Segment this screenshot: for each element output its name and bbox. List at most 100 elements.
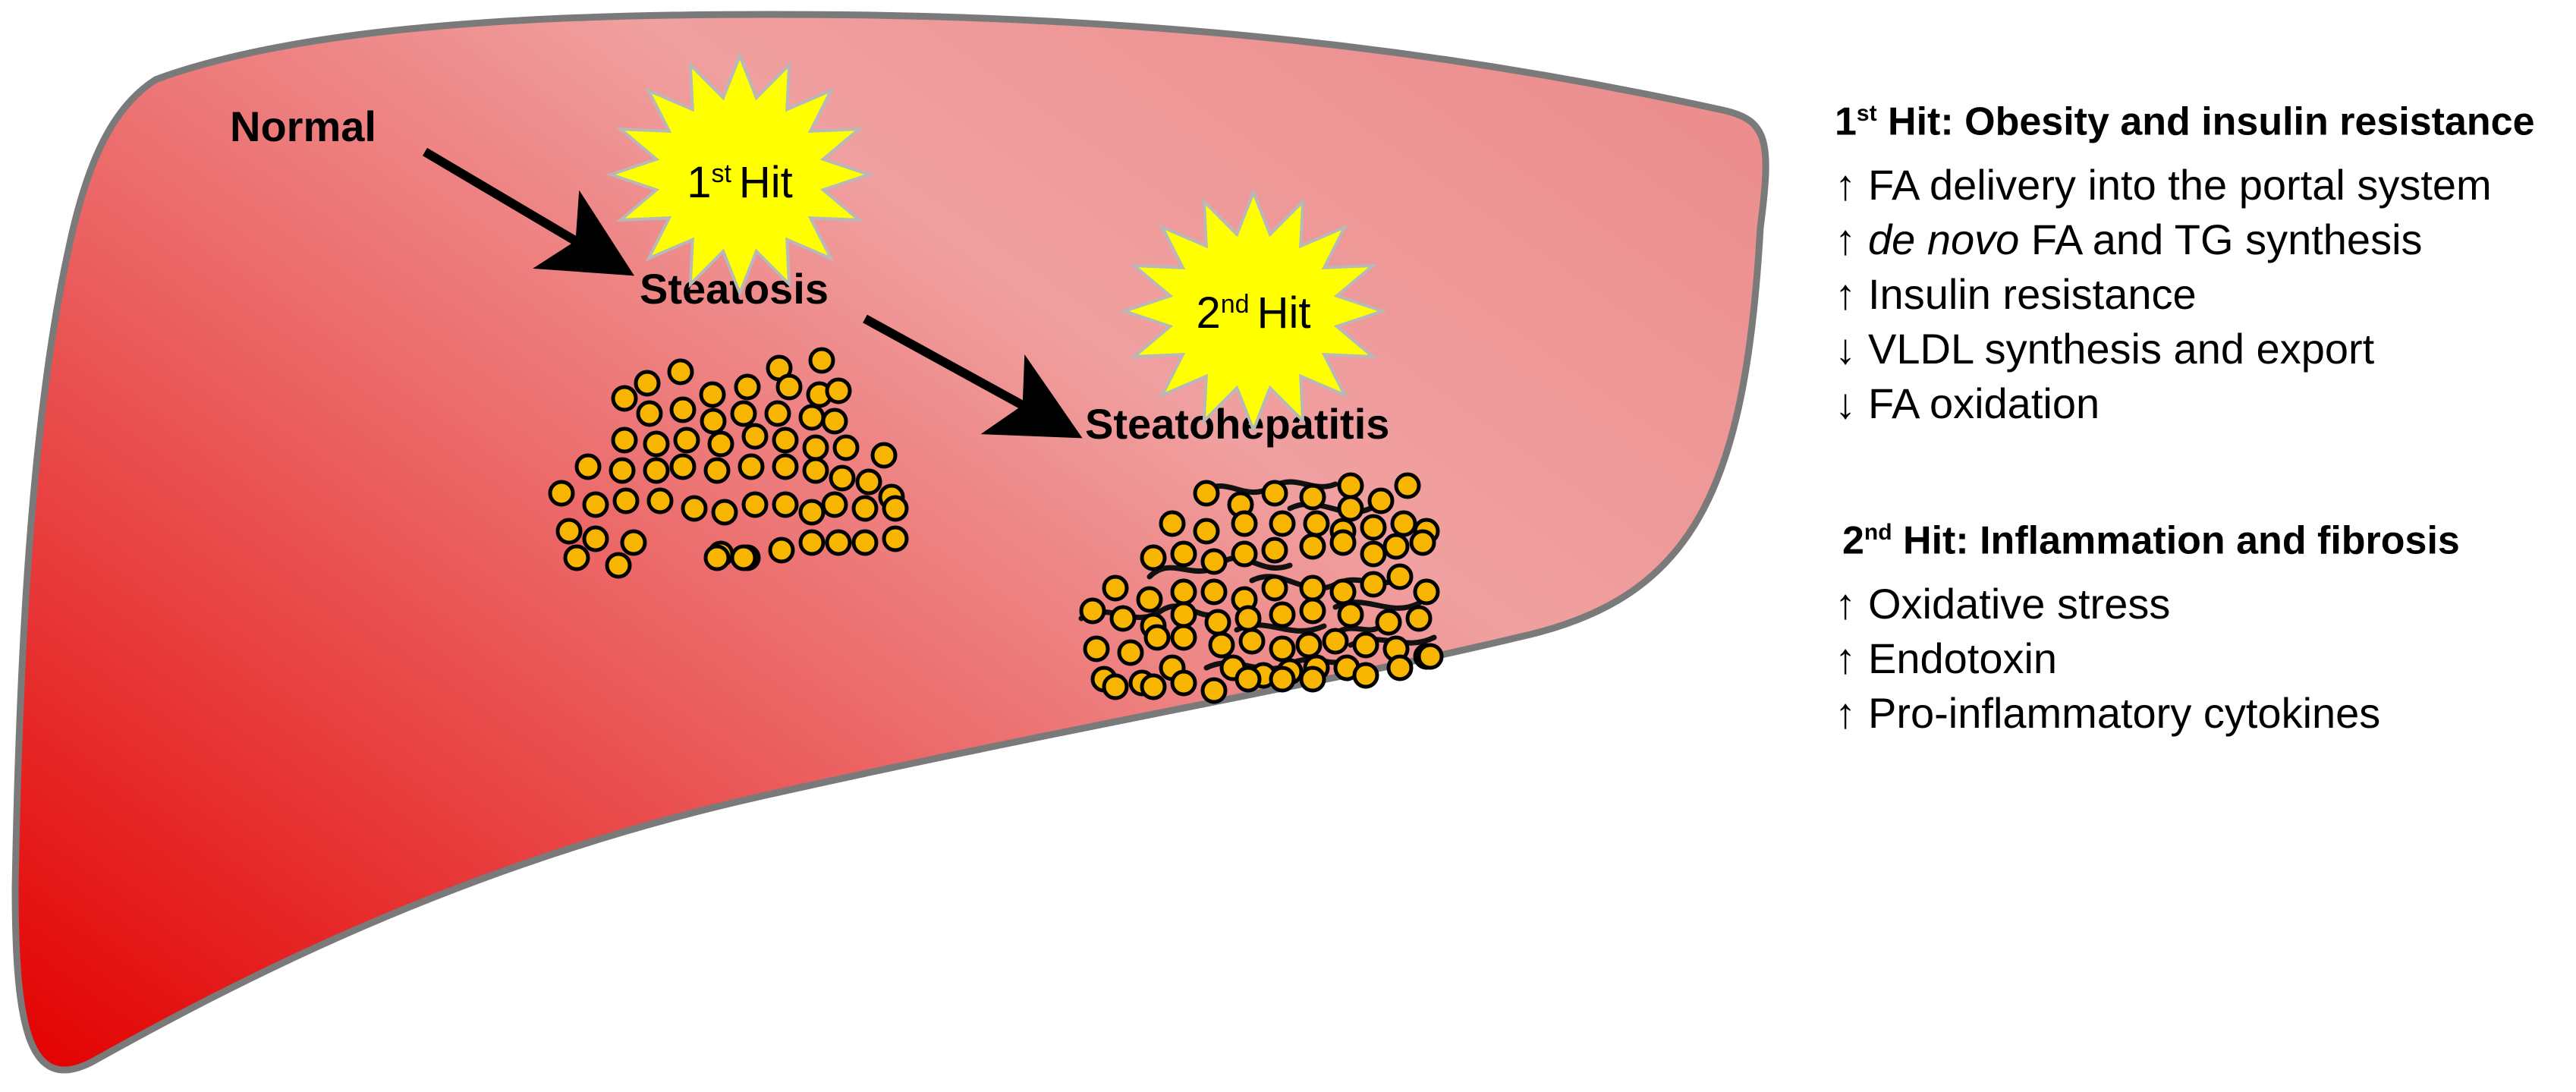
fat-droplet	[555, 518, 583, 545]
fat-droplet	[1136, 586, 1163, 613]
fat-droplet	[673, 426, 700, 454]
fat-droplet	[669, 396, 697, 423]
arrow-steatosis-to-steatohepatitis	[863, 314, 1083, 439]
fat-droplet	[1299, 597, 1326, 625]
burst-star-shape	[605, 52, 874, 297]
fat-droplet	[1170, 540, 1197, 568]
fat-droplet	[707, 430, 734, 458]
fat-droplet	[548, 480, 575, 507]
fat-droplet	[802, 457, 829, 484]
fat-droplet	[730, 400, 757, 427]
fat-droplet	[643, 457, 670, 484]
second-hit-item: ↑Endotoxin	[1835, 631, 2571, 686]
arrow-normal-to-steatosis	[422, 147, 634, 276]
fat-droplet	[764, 400, 791, 427]
fat-droplet	[1417, 643, 1444, 670]
fat-droplet	[669, 453, 697, 480]
fat-droplet	[821, 491, 848, 518]
fat-droplet	[634, 370, 661, 397]
up-arrow-icon: ↑	[1835, 270, 1856, 319]
fat-droplet	[870, 442, 898, 469]
first-hit-item: ↑de novo FA and TG synthesis	[1835, 212, 2563, 267]
fat-droplet	[1261, 537, 1288, 564]
fat-droplet	[646, 487, 674, 515]
fat-droplet	[1337, 472, 1364, 499]
fat-droplet	[1200, 548, 1228, 575]
fat-droplet	[612, 487, 640, 515]
fat-droplet	[1360, 514, 1387, 541]
fat-droplet	[1390, 510, 1417, 537]
steatohepatitis-fat-droplets	[1079, 472, 1444, 704]
fat-droplet	[1299, 574, 1326, 602]
fat-droplet	[1329, 578, 1357, 606]
first-hit-item: ↑FA delivery into the portal system	[1835, 158, 2563, 212]
fat-droplet	[1337, 601, 1364, 628]
fat-droplet	[825, 377, 852, 404]
fat-droplet	[1375, 609, 1402, 636]
fat-droplet	[1299, 533, 1326, 560]
stage-normal-label: Normal	[230, 102, 376, 150]
fat-droplet	[1102, 574, 1129, 602]
fat-droplet	[1208, 631, 1235, 659]
fat-droplet	[772, 453, 799, 480]
fat-droplet	[1083, 635, 1110, 662]
fat-droplet	[772, 426, 799, 454]
fat-droplet	[832, 434, 860, 461]
fat-droplet	[1231, 510, 1258, 537]
fat-droplet	[1193, 480, 1220, 507]
fat-droplet	[1238, 628, 1266, 655]
fat-droplet	[636, 400, 663, 427]
fat-droplet	[1269, 510, 1296, 537]
up-arrow-icon: ↑	[1835, 634, 1856, 683]
first-hit-panel: 1st Hit: Obesity and insulin resistance …	[1835, 91, 2563, 431]
fat-droplet	[1235, 666, 1262, 693]
fat-droplet	[1269, 666, 1296, 693]
fat-droplet	[699, 381, 726, 408]
fat-droplet	[741, 423, 769, 450]
second-hit-item: ↑Pro-inflammatory cytokines	[1835, 686, 2571, 741]
fat-droplet	[1382, 533, 1410, 560]
fat-droplet	[1394, 472, 1421, 499]
fat-droplet	[703, 457, 731, 484]
fat-droplet	[681, 495, 708, 522]
fat-droplet	[1079, 597, 1106, 625]
fat-droplet	[772, 491, 799, 518]
fat-droplet	[1143, 624, 1171, 651]
fat-droplet	[1170, 601, 1197, 628]
first-hit-item: ↓VLDL synthesis and export	[1835, 322, 2563, 376]
fat-droplet	[768, 537, 795, 564]
fat-droplet	[1200, 677, 1228, 704]
fat-droplet	[775, 373, 803, 401]
second-hit-item: ↑Oxidative stress	[1835, 577, 2571, 631]
fat-droplet	[829, 464, 856, 492]
fat-droplet	[802, 434, 829, 461]
fat-droplet	[609, 457, 636, 484]
fat-droplet	[825, 529, 852, 556]
fat-droplet	[851, 529, 879, 556]
up-arrow-icon: ↑	[1835, 216, 1856, 264]
fat-droplet	[582, 491, 609, 518]
fat-droplet	[1269, 601, 1296, 628]
fat-droplet	[741, 491, 769, 518]
fat-droplet	[1409, 529, 1436, 556]
fat-droplet	[605, 552, 632, 579]
fat-droplet	[1117, 639, 1144, 666]
fat-droplet	[1102, 673, 1129, 700]
fat-droplet	[1109, 605, 1137, 632]
down-arrow-icon: ↓	[1835, 325, 1856, 373]
fat-droplet	[808, 347, 835, 374]
fat-droplet	[1159, 510, 1186, 537]
fat-droplet	[821, 408, 848, 435]
fat-droplet	[611, 385, 638, 412]
second-hit-heading: 2nd Hit: Inflammation and fibrosis	[1842, 518, 2460, 563]
fat-droplet	[798, 404, 826, 431]
second-hit-panel: 2nd Hit: Inflammation and fibrosis ↑Oxid…	[1835, 510, 2571, 741]
fat-droplet	[1352, 631, 1379, 659]
fat-droplet	[582, 525, 609, 552]
fat-droplet	[1329, 529, 1357, 556]
fat-droplet	[611, 426, 638, 454]
fat-droplet	[1299, 666, 1326, 693]
